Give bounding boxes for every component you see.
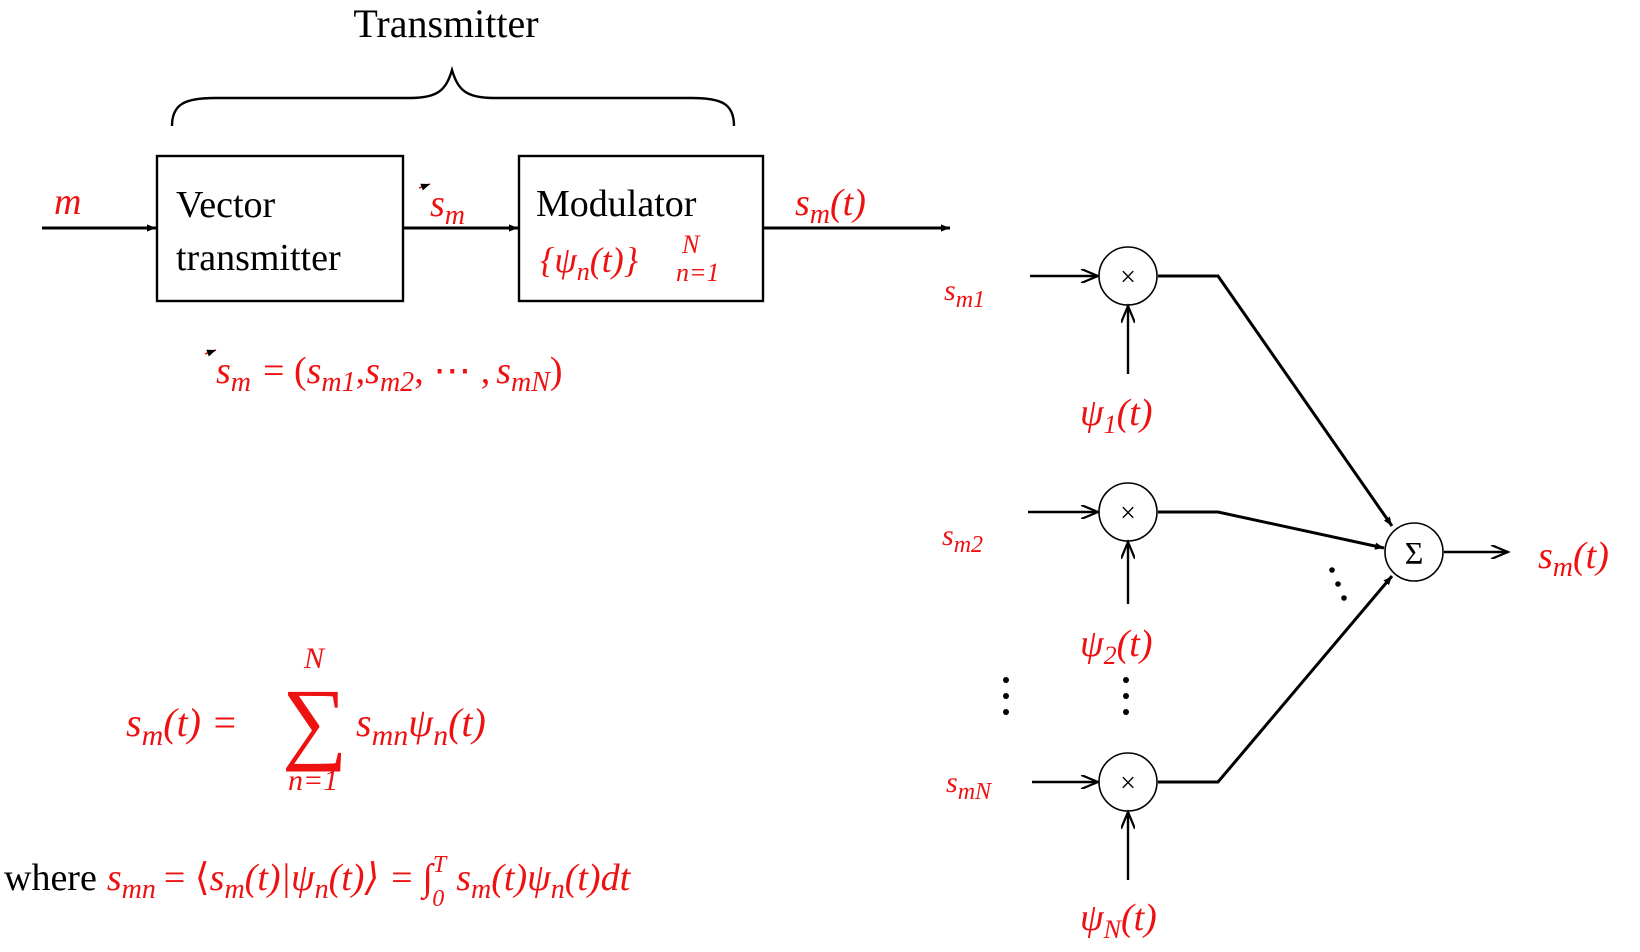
sum-upper: N bbox=[303, 642, 326, 675]
transmitter-title: Transmitter bbox=[353, 1, 538, 46]
vector-def-mark-arrow bbox=[204, 349, 217, 357]
output-signal: sm(t) bbox=[795, 182, 866, 230]
sum-sigma: ∑ bbox=[282, 670, 348, 772]
sum-output-label: sm(t) bbox=[1538, 535, 1609, 583]
modulator-basis: {ψn(t)} bbox=[540, 240, 639, 286]
sum-input-ellipsis bbox=[1329, 567, 1347, 601]
modulator-box bbox=[517, 154, 765, 303]
summing-node-symbol: Σ bbox=[1405, 535, 1424, 571]
branch-1-to-sum bbox=[1158, 274, 1394, 527]
basis-ellipsis bbox=[1123, 677, 1129, 715]
branch-input-n: smN bbox=[946, 766, 993, 805]
vector-transmitter-label-1: Vector bbox=[176, 184, 276, 226]
vector-symbol: sm bbox=[430, 183, 465, 231]
branch-n-to-sum bbox=[1158, 575, 1394, 784]
vector-mark-arrow bbox=[418, 183, 431, 191]
branch-2-to-sum bbox=[1158, 510, 1385, 550]
sum-lower: n=1 bbox=[288, 764, 338, 797]
multiplier-2-symbol: × bbox=[1120, 498, 1136, 529]
vector-transmitter-label-2: transmitter bbox=[176, 237, 341, 279]
input-symbol: m bbox=[54, 181, 81, 223]
basis-2-label: ψ2(t) bbox=[1080, 623, 1152, 670]
summing-node bbox=[1384, 522, 1444, 582]
branch-input-1: sm1 bbox=[944, 274, 985, 313]
input-ellipsis bbox=[1003, 677, 1009, 715]
basis-n-label: ψN(t) bbox=[1080, 897, 1157, 944]
transmitter-brace bbox=[170, 65, 736, 127]
sum-term: smnψn(t) bbox=[356, 700, 486, 752]
multiplier-1-symbol: × bbox=[1120, 262, 1136, 293]
where-word: where bbox=[4, 857, 97, 899]
modulator-basis-sup: N bbox=[681, 230, 701, 259]
vector-symbol-sub: m bbox=[445, 200, 465, 231]
multiplier-n-symbol: × bbox=[1120, 768, 1136, 799]
vector-definition: sm= (sm1,sm2, ⋯ ,smN) bbox=[216, 350, 563, 398]
sum-formula-lhs: sm(t) = bbox=[126, 700, 238, 752]
modulator-basis-lim: n=1 bbox=[676, 258, 720, 287]
vector-transmitter-box bbox=[155, 154, 405, 303]
modulator-label: Modulator bbox=[536, 183, 697, 225]
branch-input-2: sm2 bbox=[942, 519, 983, 558]
basis-1-label: ψ1(t) bbox=[1080, 392, 1152, 439]
